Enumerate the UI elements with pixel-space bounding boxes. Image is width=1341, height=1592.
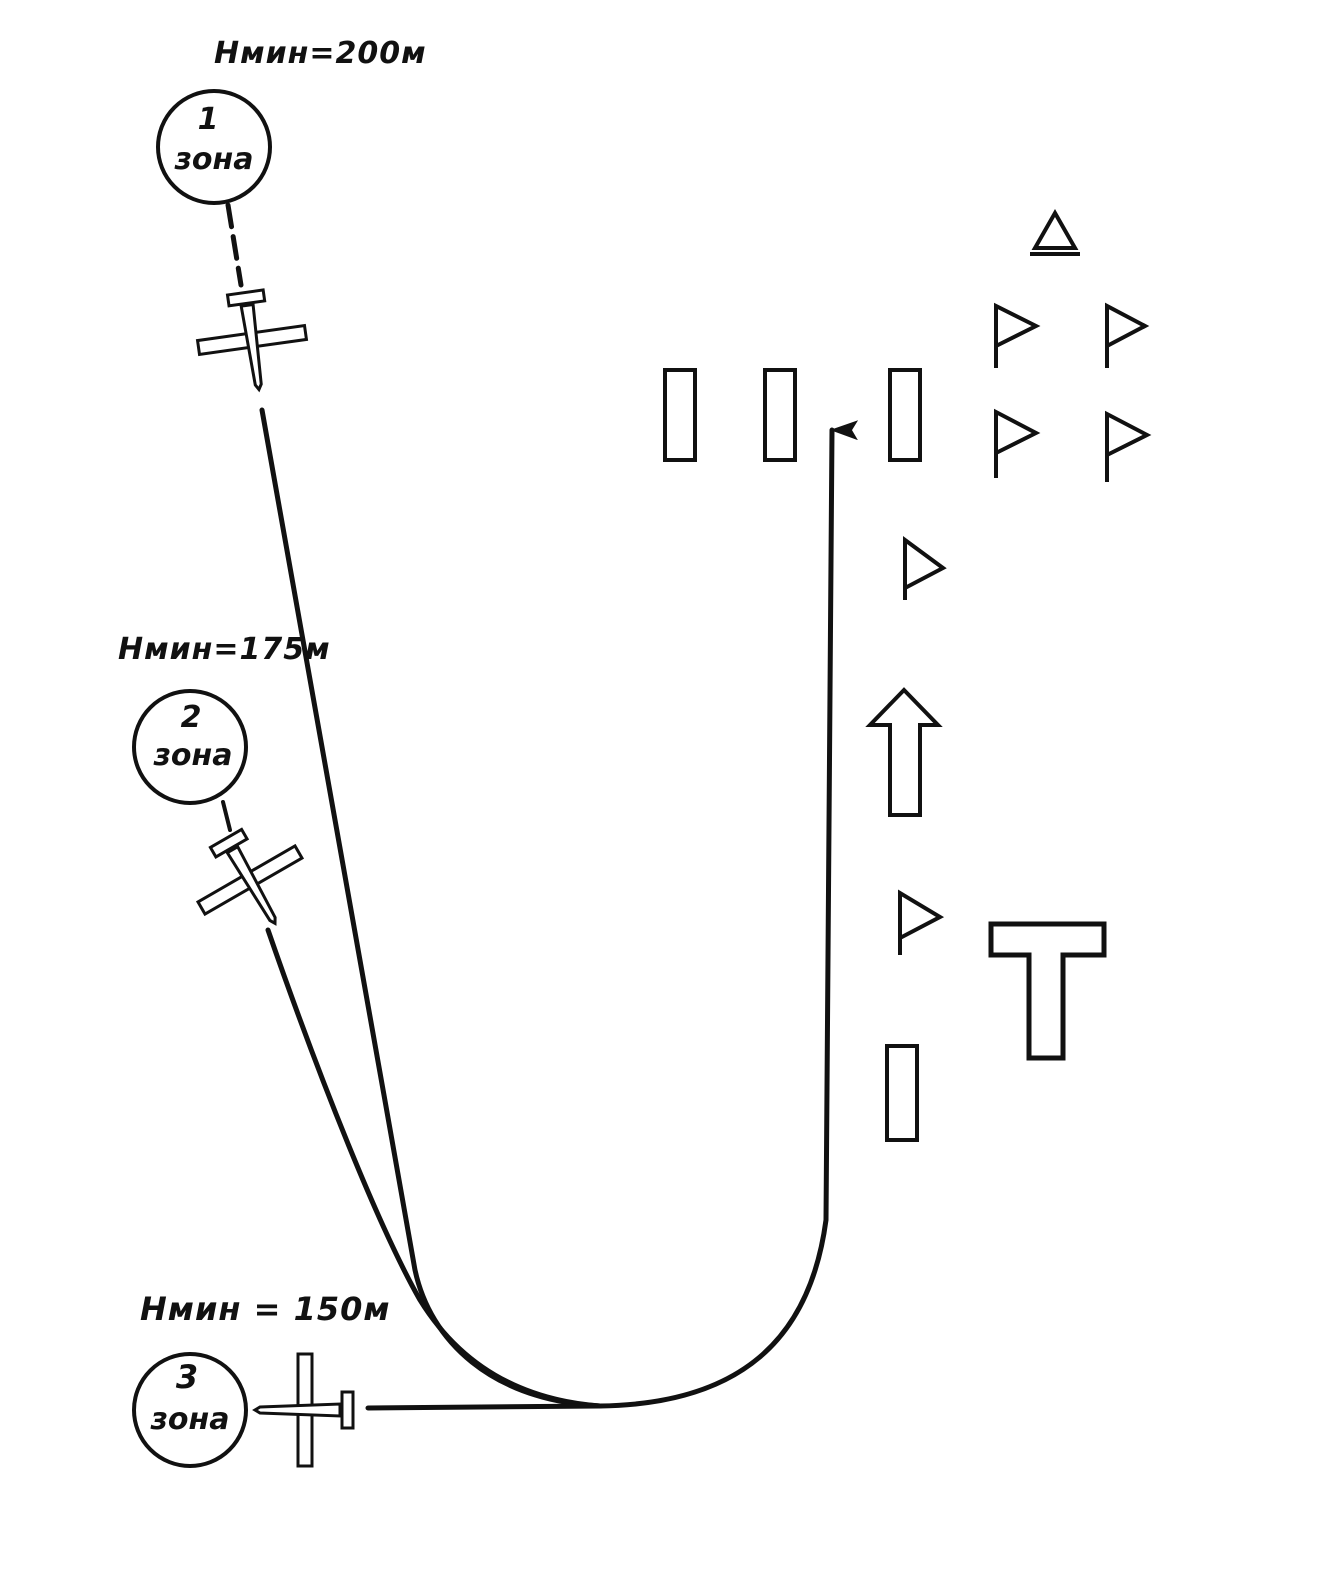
runway-marker-icon (763, 368, 797, 462)
zone-3-path (365, 1403, 603, 1411)
zone-3-circle (132, 1352, 248, 1468)
zone-1-number: 1 (197, 102, 219, 137)
runway-marker-icon (663, 368, 697, 462)
landing-t-icon (988, 921, 1107, 1061)
flag-icon (903, 536, 947, 600)
final-approach-path (597, 420, 859, 1409)
airplane-icon (252, 1352, 355, 1468)
zone-2-path (265, 927, 603, 1409)
triangle-marker-icon (1030, 208, 1080, 256)
flag-icon (1105, 410, 1152, 482)
zone-3-altitude-label: Hмин = 150м (140, 1290, 391, 1328)
zone-2-circle (132, 689, 248, 805)
zone-2-word: зона (153, 738, 233, 773)
zone-2-path-upper (221, 800, 232, 832)
airplane-icon (195, 288, 309, 393)
airplane-icon (195, 827, 305, 926)
zone-1-word: зона (174, 142, 254, 177)
runway-markers (663, 368, 922, 1142)
zone-1-circle (156, 89, 272, 205)
zone-circles (132, 89, 272, 1468)
flag-icon (898, 889, 945, 955)
zone-2-altitude-label: Hмин=175м (118, 632, 331, 667)
flags (898, 302, 1152, 955)
arrow-up-icon (865, 687, 943, 817)
zone-1-path (259, 407, 603, 1409)
flag-icon (994, 408, 1041, 478)
runway-marker-icon (888, 368, 922, 462)
runway-marker-icon (885, 1044, 919, 1142)
zone-2-number: 2 (180, 700, 202, 735)
flight-paths (221, 202, 859, 1411)
flag-icon (1105, 302, 1150, 368)
zone-3-number: 3 (175, 1358, 199, 1396)
zone-1-altitude-label: Hмин=200м (214, 36, 427, 71)
zone-3-word: зона (150, 1402, 230, 1437)
flag-icon (994, 302, 1041, 368)
zone-1-path-upper (225, 202, 244, 288)
